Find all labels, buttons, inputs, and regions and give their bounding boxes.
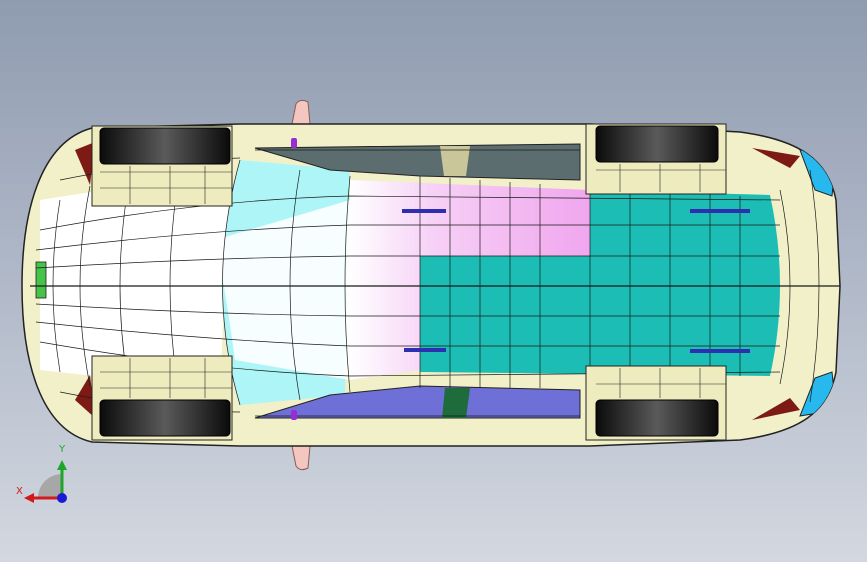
rear-left-accent	[752, 148, 800, 168]
rear-right-wheel	[585, 365, 727, 441]
left-b-pillar	[440, 146, 470, 176]
right-b-pillar	[442, 388, 470, 418]
left-side-window	[254, 143, 581, 181]
right-mirror	[291, 445, 311, 471]
front-grille	[35, 261, 47, 299]
axis-triad-icon	[24, 460, 67, 503]
right-door-handle	[291, 410, 297, 420]
left-door-handle	[291, 138, 297, 148]
axis-triad: X Y	[14, 440, 84, 510]
rear-left-wheel	[585, 123, 727, 195]
front-left-wheel	[91, 125, 233, 207]
roof-front-panel	[350, 180, 590, 380]
x-axis-label: X	[16, 486, 23, 497]
front-right-wheel	[91, 355, 233, 441]
hood-panel	[40, 170, 230, 390]
left-mirror	[291, 99, 311, 125]
rear-right-accent	[752, 398, 800, 420]
roof-rail-front-right	[404, 348, 446, 352]
roof-rail-rear-left	[690, 209, 750, 213]
roof-rail-front-left	[402, 209, 446, 213]
y-axis-label: Y	[59, 444, 66, 455]
right-side-window	[254, 385, 581, 419]
roof-rail-rear-right	[690, 349, 750, 353]
